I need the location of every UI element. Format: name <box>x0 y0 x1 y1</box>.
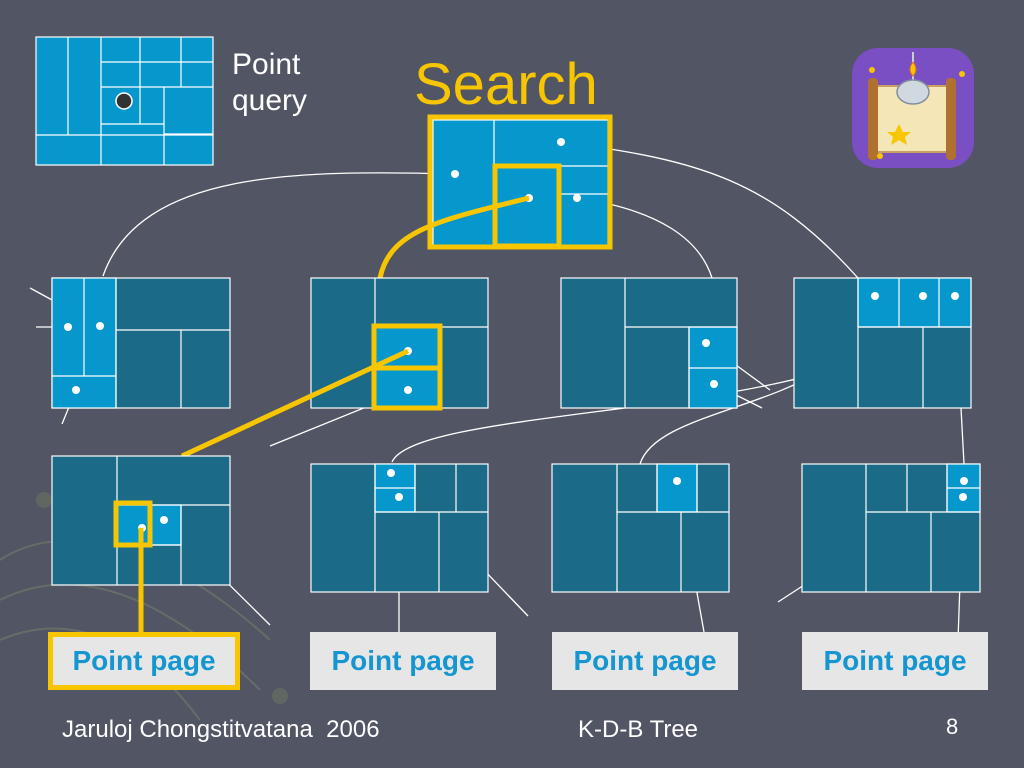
level2-node-1 <box>51 277 231 409</box>
point-page-3: Point page <box>552 632 738 690</box>
level3-node-2-pointers <box>387 469 403 501</box>
scroll-lamp-clipart-icon <box>852 48 974 168</box>
footer-author: Jaruloj Chongstitvatana 2006 <box>62 716 380 743</box>
root-node <box>432 119 609 247</box>
level3-node-3-pointers <box>673 477 681 485</box>
level3-node-4 <box>801 463 981 593</box>
point-query-label-line1: Point <box>232 48 301 81</box>
point-page-1: Point page <box>48 632 240 690</box>
query-point <box>115 92 133 110</box>
level2-node-2 <box>310 277 489 409</box>
point-page-4: Point page <box>802 632 988 690</box>
level2-node-3-pointers <box>702 339 718 388</box>
search-path-level2 <box>180 348 410 459</box>
level2-node-3 <box>560 277 738 409</box>
point-page-2: Point page <box>310 632 496 690</box>
point-query-label-line2: query <box>232 84 308 117</box>
level3-node-1-highlight <box>113 500 153 548</box>
slide-title: Search <box>414 52 598 117</box>
level2-node-4 <box>793 277 972 409</box>
level3-node-4-pointers <box>959 477 968 501</box>
search-path-root <box>377 195 530 279</box>
level3-node-3 <box>551 463 730 593</box>
level2-node-1-pointers <box>64 322 104 394</box>
page-number: 8 <box>946 714 959 739</box>
footer-subject: K-D-B Tree <box>578 716 699 743</box>
level2-node-4-pointers <box>871 292 959 300</box>
level3-node-2 <box>310 463 489 593</box>
